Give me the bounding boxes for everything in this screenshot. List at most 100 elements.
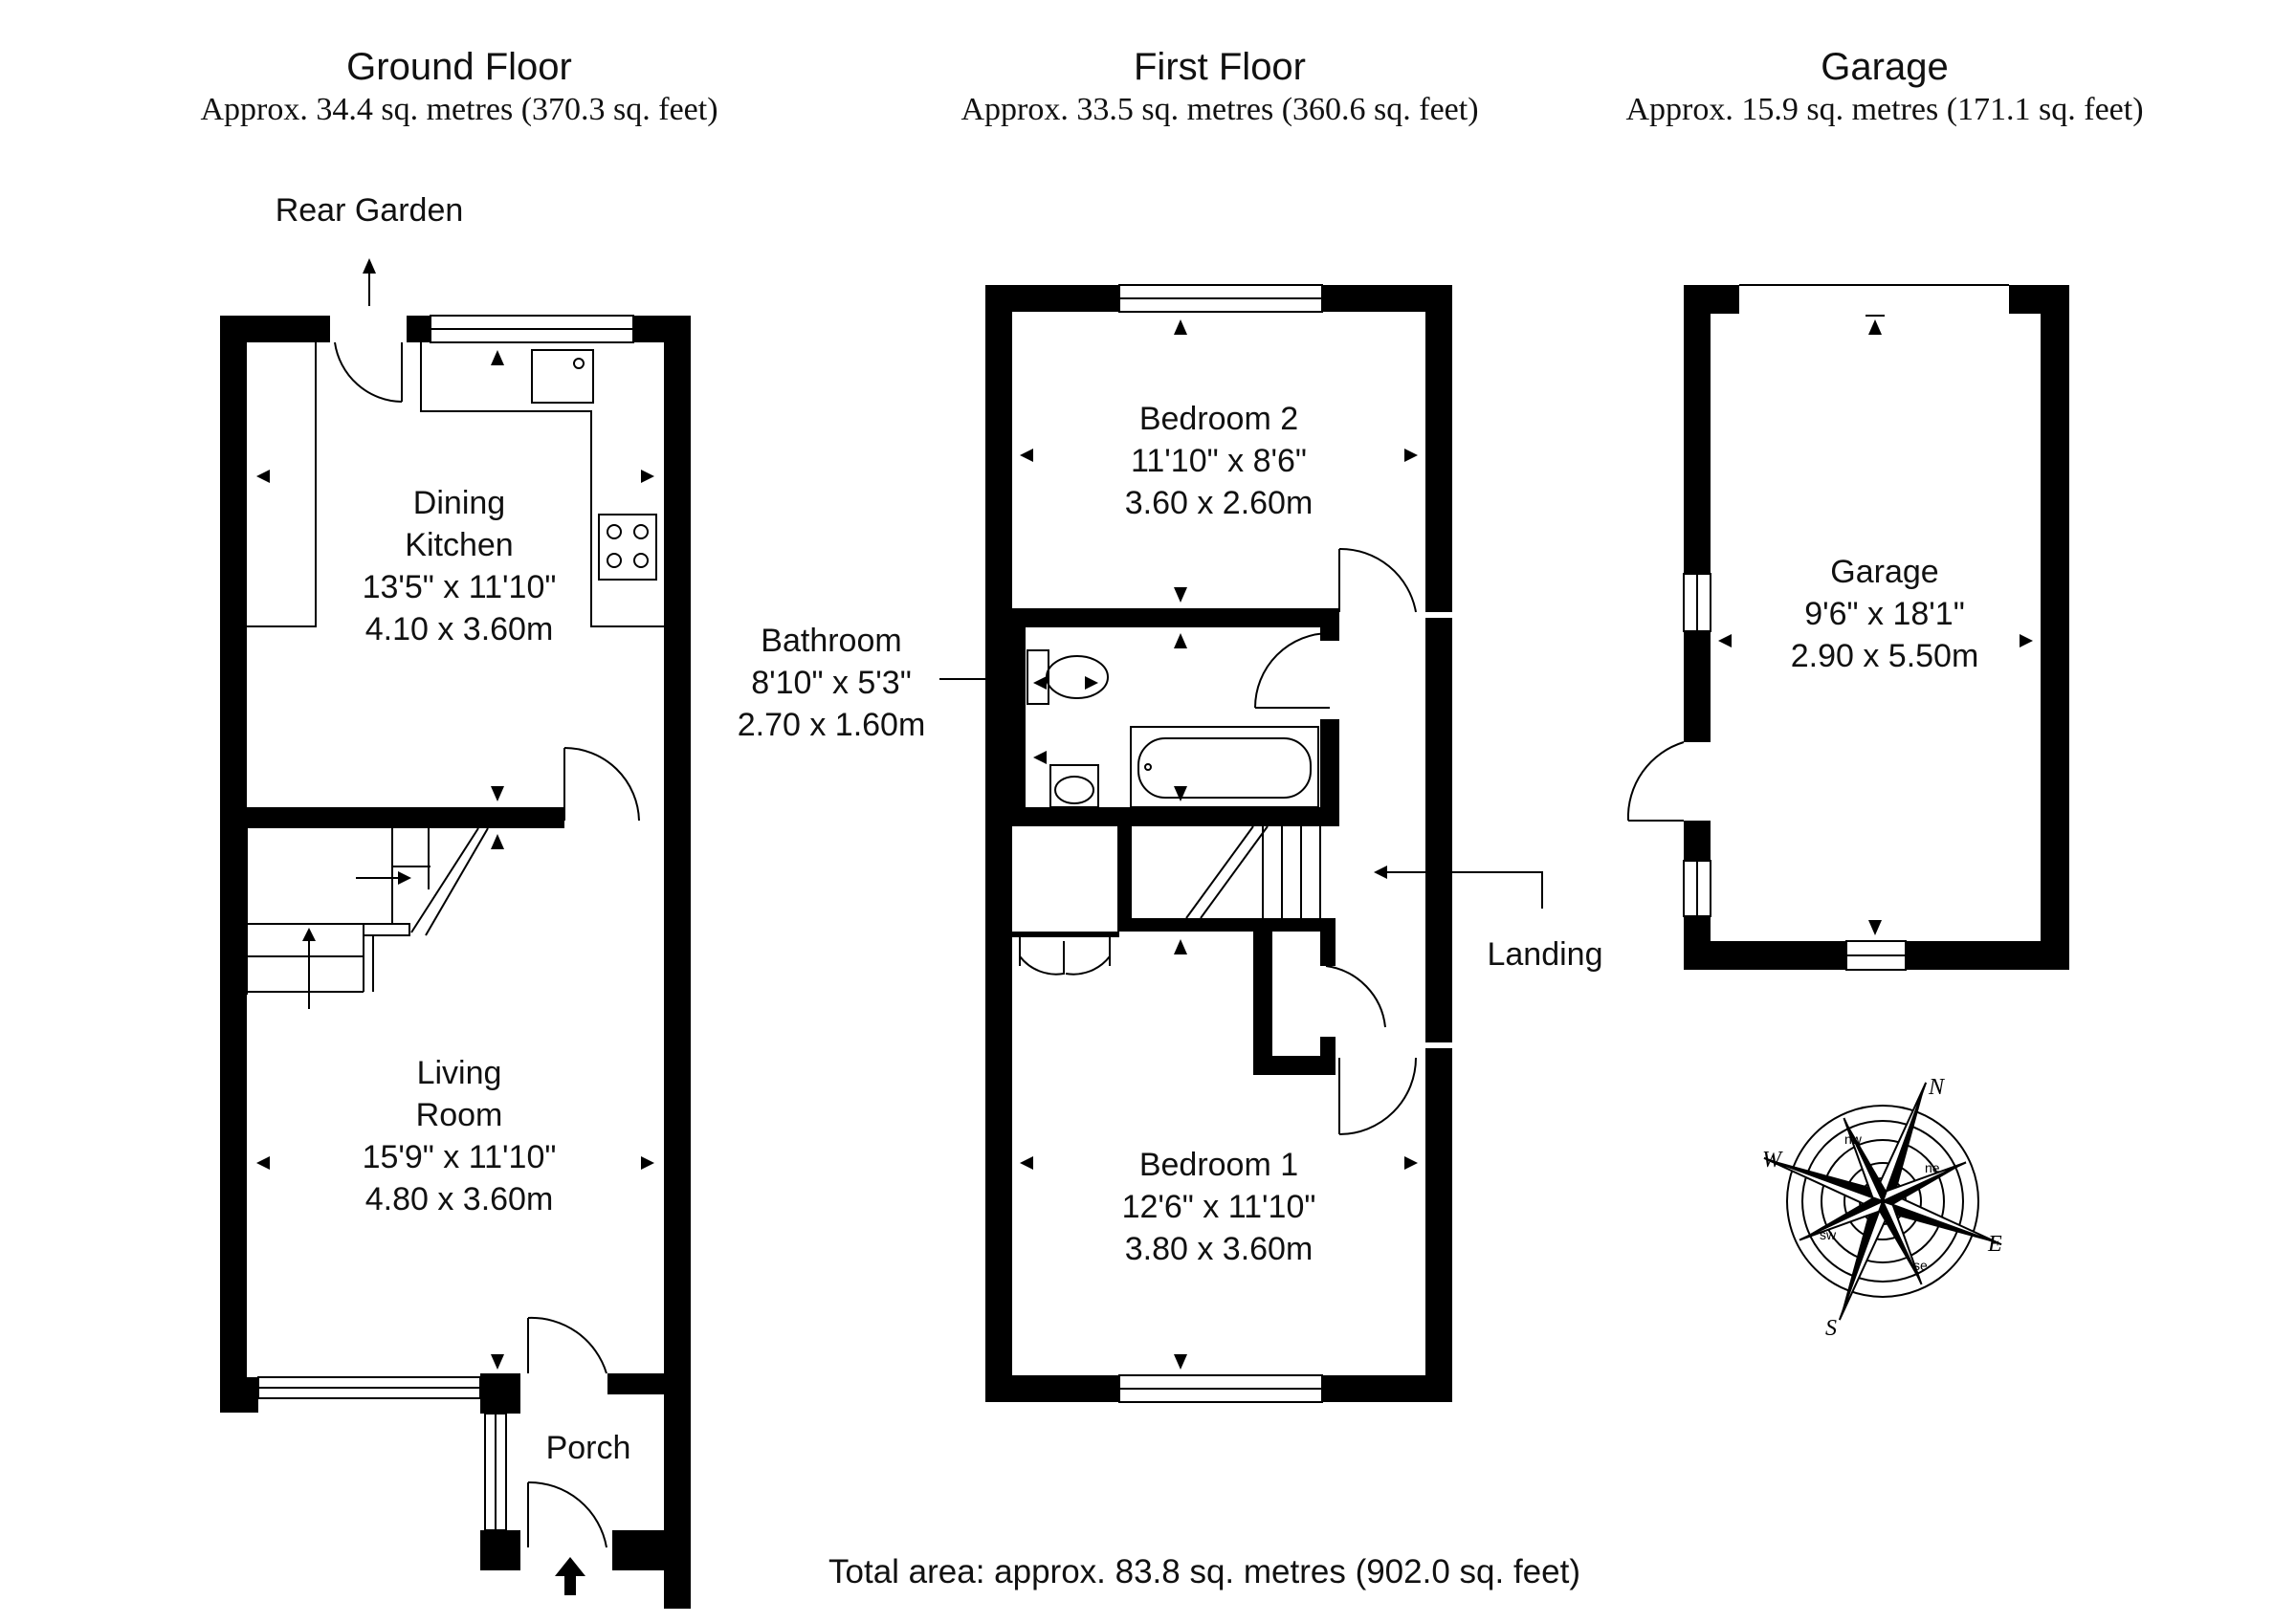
sink-icon xyxy=(531,349,594,404)
ground-floor-title: Ground Floor xyxy=(346,46,572,88)
ground-floor-plan xyxy=(220,258,691,1609)
compass-w: W xyxy=(1762,1148,1783,1173)
ground-floor-area: Approx. 34.4 sq. metres (370.3 sq. feet) xyxy=(200,92,718,127)
room-name: Dining xyxy=(412,485,506,521)
wall xyxy=(612,1530,691,1570)
first-floor-plan xyxy=(939,284,1543,1403)
wall xyxy=(1012,932,1119,937)
wall xyxy=(1117,918,1336,932)
room-imperial: 13'5" x 11'10" xyxy=(362,569,557,605)
room-metric: 3.80 x 3.60m xyxy=(1124,1231,1314,1267)
wall xyxy=(1320,608,1339,641)
wall xyxy=(220,316,330,342)
compass-e: E xyxy=(1987,1232,2002,1257)
wall xyxy=(1012,608,1336,627)
room-imperial: 9'6" x 18'1" xyxy=(1804,596,1965,632)
room-imperial: 11'10" x 8'6" xyxy=(1131,443,1307,479)
wall xyxy=(1684,285,1739,314)
bath-icon xyxy=(1130,726,1319,808)
wall xyxy=(1320,719,1339,826)
wall xyxy=(220,1377,258,1413)
garage-heading: Garage Approx. 15.9 sq. metres (171.1 sq… xyxy=(1550,44,2219,130)
wall xyxy=(1320,1037,1336,1075)
compass-rose-icon: N S E W ne nw se sw xyxy=(1762,1075,2002,1341)
first-floor-area: Approx. 33.5 sq. metres (360.6 sq. feet) xyxy=(960,92,1479,127)
garage-title: Garage xyxy=(1821,46,1949,88)
wall xyxy=(480,1530,520,1570)
wall xyxy=(1906,941,2069,970)
rear-door-swing xyxy=(334,341,403,403)
compass-sw: sw xyxy=(1820,1227,1837,1242)
room-metric: 2.70 x 1.60m xyxy=(737,707,926,743)
wall xyxy=(1322,1375,1452,1402)
kitchen-counter xyxy=(420,342,664,627)
bathroom-label: Bathroom 8'10" x 5'3" 2.70 x 1.60m xyxy=(710,620,953,746)
room-imperial: 12'6" x 11'10" xyxy=(1121,1189,1316,1225)
garage-side-door-swing xyxy=(1626,741,1685,822)
bathroom-door-swing xyxy=(1254,632,1331,709)
bedroom-2-label: Bedroom 2 11'10" x 8'6" 3.60 x 2.60m xyxy=(1075,398,1362,524)
room-metric: 3.60 x 2.60m xyxy=(1124,485,1314,521)
rear-garden-label: Rear Garden xyxy=(275,192,464,229)
wall xyxy=(607,1373,691,1394)
staircase xyxy=(246,827,489,1009)
wall xyxy=(1012,807,1339,826)
wall xyxy=(633,316,691,342)
wall xyxy=(1117,826,1131,932)
compass-se: se xyxy=(1913,1258,1928,1273)
entrance-arrow-icon xyxy=(555,1557,585,1595)
dining-kitchen-label: Dining Kitchen 13'5" x 11'10" 4.10 x 3.6… xyxy=(316,482,603,650)
wall xyxy=(220,316,247,1413)
living-door-swing xyxy=(563,747,640,822)
compass-n: N xyxy=(1928,1075,1946,1100)
room-metric: 4.10 x 3.60m xyxy=(364,611,554,647)
wall xyxy=(1684,631,1711,742)
room-metric: 4.80 x 3.60m xyxy=(364,1181,554,1217)
porch-label: Porch xyxy=(545,1430,631,1466)
wardrobe-door-swing xyxy=(1065,955,1111,976)
wall xyxy=(985,285,1012,1402)
room-metric: 2.90 x 5.50m xyxy=(1790,638,1979,674)
staircase xyxy=(1130,825,1321,919)
front-door-swing xyxy=(527,1480,607,1548)
toilet-icon xyxy=(1027,649,1109,705)
garage-room-label: Garage 9'6" x 18'1" 2.90 x 5.50m xyxy=(1741,551,2028,677)
porch-inner-door xyxy=(527,1316,607,1374)
landing-leader xyxy=(1385,871,1543,909)
room-name: Bedroom 1 xyxy=(1138,1147,1299,1183)
hob-icon xyxy=(598,514,657,581)
room-name: Kitchen xyxy=(405,527,514,563)
wall xyxy=(1684,941,1846,970)
bedroom1-door-swing xyxy=(1338,1057,1417,1135)
first-floor-heading: First Floor Approx. 33.5 sq. metres (360… xyxy=(885,44,1555,130)
wardrobe-door-swing xyxy=(1019,941,1065,976)
compass-ne: ne xyxy=(1925,1160,1940,1175)
room-name: Garage xyxy=(1830,554,1939,590)
wall xyxy=(2041,285,2069,970)
wall xyxy=(1320,932,1336,966)
living-room-label: Living Room 15'9" x 11'10" 4.80 x 3.60m xyxy=(316,1052,603,1220)
wall xyxy=(480,1373,520,1414)
room-name: Living xyxy=(416,1055,502,1091)
wall xyxy=(1322,285,1452,312)
wall xyxy=(1253,932,1272,1075)
first-floor-title: First Floor xyxy=(1134,46,1306,88)
wall xyxy=(407,316,430,342)
room-imperial: 8'10" x 5'3" xyxy=(751,665,912,701)
room-name: Bedroom 2 xyxy=(1138,401,1299,437)
ground-floor-heading: Ground Floor Approx. 34.4 sq. metres (37… xyxy=(124,44,794,130)
cupboard-door-swing xyxy=(1325,965,1386,1028)
room-name: Room xyxy=(415,1097,503,1133)
bedroom2-door-swing xyxy=(1338,547,1417,613)
wall xyxy=(2009,285,2069,314)
wall xyxy=(985,285,1119,312)
room-name: Bathroom xyxy=(761,623,902,659)
compass-nw: nw xyxy=(1844,1131,1863,1147)
wall xyxy=(1425,285,1452,1402)
garage-area: Approx. 15.9 sq. metres (171.1 sq. feet) xyxy=(1625,92,2144,127)
bedroom-1-label: Bedroom 1 12'6" x 11'10" 3.80 x 3.60m xyxy=(1075,1144,1362,1270)
wall xyxy=(664,316,691,1609)
basin-icon xyxy=(1049,764,1099,808)
